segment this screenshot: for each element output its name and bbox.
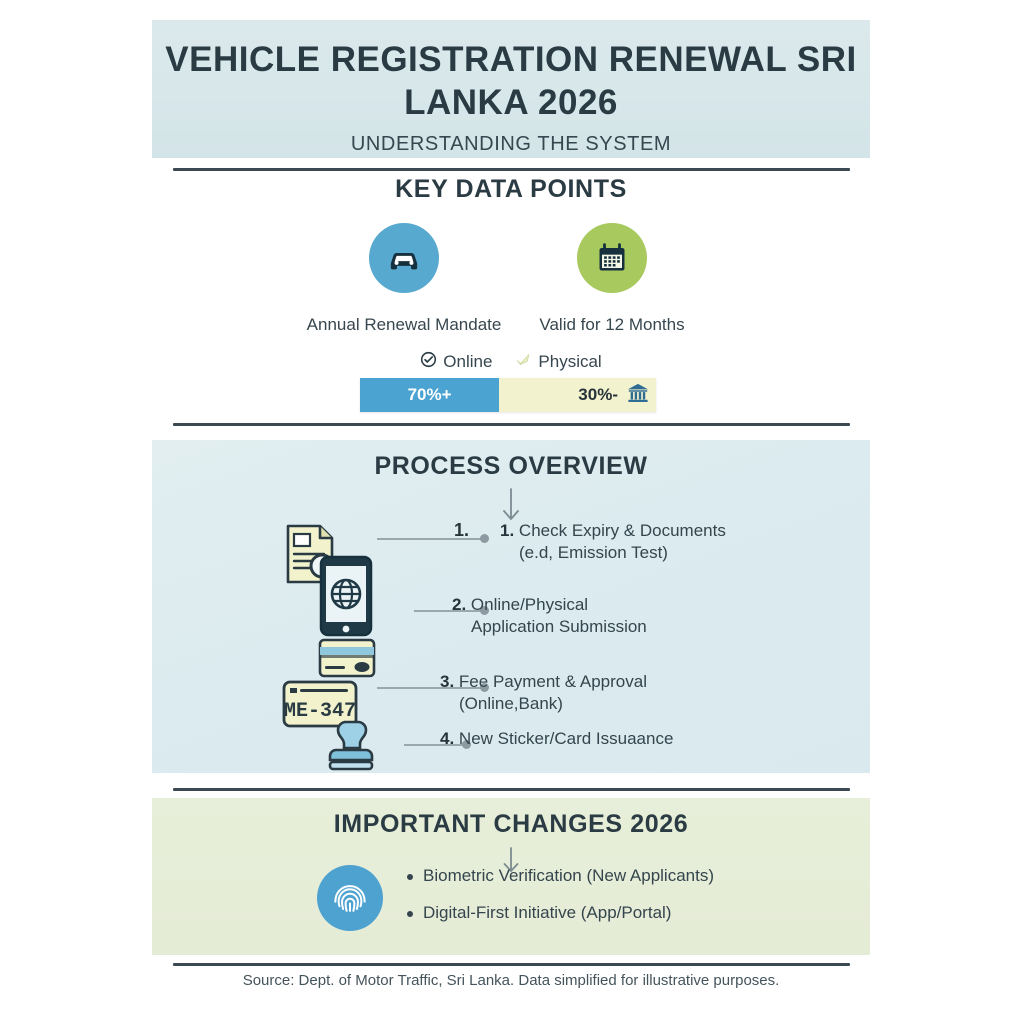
connector-dot-4: [462, 740, 471, 749]
online-vs-physical-bar: 70%+ 30%-: [360, 378, 656, 412]
down-arrow-icon: [503, 488, 519, 520]
key-data-title: KEY DATA POINTS: [395, 175, 627, 203]
bullet-icon: [407, 874, 413, 880]
change-item-text: Digital-First Initiative (App/Portal): [423, 903, 672, 922]
calendar-icon: [577, 223, 647, 293]
step-subtext: Application Submission: [471, 617, 647, 636]
process-title: PROCESS OVERVIEW: [374, 452, 648, 480]
legend-label-online: Online: [443, 352, 493, 371]
stray-step-marker: 1.: [454, 520, 470, 540]
step-number: 4.: [440, 729, 455, 748]
legend-label-physical: Physical: [538, 352, 602, 371]
key-item-label: Valid for 12 Months: [539, 315, 685, 334]
key-item-label: Annual Renewal Mandate: [306, 315, 502, 334]
key-data-section: KEY DATA POINTS Annual Renewal Mandate: [152, 175, 870, 420]
legend-entry-online: Online: [420, 351, 492, 373]
step-number: 3.: [440, 672, 455, 691]
connector-dot-3: [480, 683, 489, 692]
process-step-4: 4. New Sticker/Card Issuaance: [440, 728, 780, 750]
bullet-icon: [407, 911, 413, 917]
key-item-validity: Valid for 12 Months: [482, 223, 742, 335]
step-number: 1.: [500, 521, 515, 540]
chart-legend: Online Physical: [152, 351, 870, 373]
page-title: VEHICLE REGISTRATION RENEWAL SRI LANKA 2…: [165, 40, 857, 122]
change-item-biometric: Biometric Verification (New Applicants): [407, 866, 714, 886]
divider-process: [173, 423, 850, 426]
header-banner: VEHICLE REGISTRATION RENEWAL SRI LANKA 2…: [152, 20, 870, 158]
step-subtext: (Online,Bank): [459, 694, 563, 713]
bar-segment-online: 70%+: [360, 378, 500, 412]
connector-dot-1: [480, 534, 489, 543]
connector-step-3: [377, 687, 482, 689]
process-overview-section: PROCESS OVERVIEW: [152, 440, 870, 773]
step-text: Fee Payment & Approval: [458, 672, 647, 691]
connector-dot-2: [480, 606, 489, 615]
step-text: New Sticker/Card Issuaance: [458, 729, 674, 748]
key-item-annual-renewal: Annual Renewal Mandate: [274, 223, 534, 335]
key-data-items: Annual Renewal Mandate: [152, 223, 870, 353]
fingerprint-icon: [317, 865, 383, 931]
car-icon: [369, 223, 439, 293]
connector-step-2: [414, 610, 482, 612]
change-item-digital-first: Digital-First Initiative (App/Portal): [407, 903, 714, 923]
step-text: Check Expiry & Documents: [518, 521, 726, 540]
check-circle-icon: [420, 351, 437, 373]
divider-changes: [173, 788, 850, 791]
divider-footer: [173, 963, 850, 966]
smartphone-globe-icon: [319, 555, 373, 637]
bar-label-physical: 30%-: [578, 385, 618, 404]
license-plate-icon: ME-347: [282, 680, 358, 728]
check-mark-icon: [514, 351, 532, 373]
step-text: Online/Physical: [470, 595, 589, 614]
step-number: 2.: [452, 595, 467, 614]
process-step-3: 3. Fee Payment & Approval (Online,Bank): [440, 671, 770, 715]
changes-list: Biometric Verification (New Applicants) …: [407, 866, 714, 940]
changes-title: IMPORTANT CHANGES 2026: [333, 810, 689, 838]
process-step-1: 1. Check Expiry & Documents (e.d, Emissi…: [500, 520, 830, 564]
process-step-2: 2. Online/Physical Application Submissio…: [452, 594, 782, 638]
divider-header: [173, 168, 850, 171]
change-item-text: Biometric Verification (New Applicants): [423, 866, 715, 885]
rubber-stamp-icon: [328, 720, 374, 771]
step-subtext: (e.d, Emission Test): [519, 543, 668, 562]
connector-step-1: [377, 538, 482, 540]
legend-entry-physical: Physical: [514, 351, 602, 373]
source-note: Source: Dept. of Motor Traffic, Sri Lank…: [242, 972, 780, 989]
credit-card-icon: [318, 638, 376, 678]
down-arrow-icon: [503, 847, 519, 872]
license-plate-text: ME-347: [284, 700, 356, 723]
page-subtitle: UNDERSTANDING THE SYSTEM: [350, 133, 672, 155]
bank-icon: [626, 382, 650, 409]
connector-step-4: [404, 744, 464, 746]
important-changes-section: IMPORTANT CHANGES 2026: [152, 798, 870, 955]
process-steps: ME-347 1. 1. Check Expiry &: [152, 520, 870, 772]
bar-segment-physical: 30%-: [499, 378, 656, 412]
process-icon-stack: ME-347: [282, 522, 397, 771]
changes-body: Biometric Verification (New Applicants) …: [152, 860, 870, 950]
